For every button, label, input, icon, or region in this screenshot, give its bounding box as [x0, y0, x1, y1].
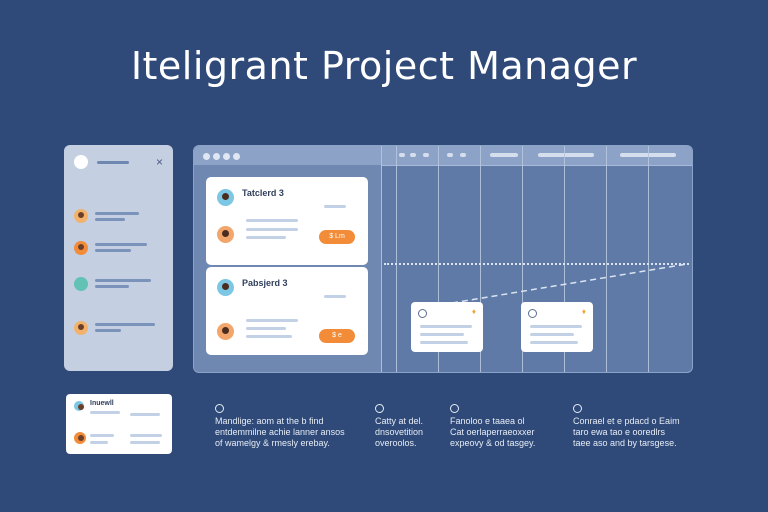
feature-text: overoolos. [375, 438, 417, 448]
window-dot[interactable] [223, 153, 230, 160]
timeline-header-chip[interactable] [460, 153, 466, 157]
avatar [74, 401, 84, 411]
task-meta-line [324, 295, 346, 298]
status-badge[interactable]: $ e [319, 329, 355, 343]
timeline-column-line [438, 146, 439, 372]
board-toolbar [194, 146, 692, 166]
window-dot[interactable] [203, 153, 210, 160]
sidebar-item-line [95, 243, 147, 246]
task-desc-line [246, 319, 298, 322]
mini-card-line [130, 434, 162, 437]
feature-text: entdemmilne achie lanner ansos [215, 427, 345, 437]
timeline-card-line [420, 325, 472, 328]
app-title: Iteligrant Project Manager [130, 44, 638, 88]
timeline-card-line [530, 325, 582, 328]
feature-text: of wamelgy & rmesly erebay. [215, 438, 330, 448]
sidebar-item-line [95, 285, 129, 288]
mini-card-line [90, 441, 108, 444]
window-dot[interactable] [233, 153, 240, 160]
feature-blurb-2: Catty at del. dnsovetition overoolos. [375, 404, 423, 449]
feature-text: expeovy & od tasgey. [450, 438, 536, 448]
clock-icon [418, 309, 427, 318]
task-title: Pabsjerd 3 [242, 278, 288, 288]
feature-text: dnsovetition [375, 427, 424, 437]
task-desc-line [246, 327, 286, 330]
task-desc-line [246, 236, 286, 239]
timeline-divider [381, 146, 382, 372]
feature-blurb-3: Fanoloo e taaea ol Cat oerlaperraeoxxer … [450, 404, 535, 449]
feature-text: Conrael et e pdacd o Eaim [573, 416, 680, 426]
project-board: Tatclerd 3 $ Lm Pabsjerd 3 $ e ♦ ♦ [193, 145, 693, 373]
close-icon[interactable]: × [155, 155, 163, 169]
mini-card-line [90, 434, 114, 437]
timeline-header-chip[interactable] [490, 153, 518, 157]
status-badge[interactable]: $ Lm [319, 230, 355, 244]
sidebar-item-line [95, 279, 151, 282]
status-icon [74, 277, 88, 291]
task-meta-line [324, 205, 346, 208]
priority-icon: ♦ [581, 307, 586, 316]
task-card[interactable]: Tatclerd 3 $ Lm [206, 177, 368, 265]
feature-text: Fanoloo e taaea ol [450, 416, 525, 426]
avatar [217, 189, 234, 206]
timeline-column-line [606, 146, 607, 372]
avatar [74, 209, 88, 223]
sidebar-header-line [97, 161, 129, 164]
task-desc-line [246, 228, 298, 231]
feature-text: Mandlige: aom at the b find [215, 416, 324, 426]
feature-icon [375, 404, 384, 413]
task-desc-line [246, 335, 292, 338]
timeline-header-chip[interactable] [423, 153, 429, 157]
mini-card-line [90, 411, 120, 414]
feature-text: taro ewa tao e ooredlrs [573, 427, 666, 437]
feature-text: Cat oerlaperraeoxxer [450, 427, 535, 437]
timeline-card-line [530, 333, 574, 336]
sidebar-item-line [95, 249, 131, 252]
timeline-column-line [480, 146, 481, 372]
sidebar-item-line [95, 329, 121, 332]
timeline-card-line [530, 341, 578, 344]
timeline-column-line [396, 146, 397, 372]
sidebar-item-line [95, 323, 155, 326]
timeline-column-line [564, 146, 565, 372]
timeline-dotted-line [384, 263, 689, 265]
timeline-card[interactable]: ♦ [411, 302, 483, 352]
timeline-header-chip[interactable] [447, 153, 453, 157]
feature-text: Catty at del. [375, 416, 424, 426]
feature-text: taee aso and by tarsgese. [573, 438, 677, 448]
feature-icon [573, 404, 582, 413]
avatar [74, 321, 88, 335]
priority-icon: ♦ [471, 307, 476, 316]
feature-icon [215, 404, 224, 413]
avatar [217, 226, 234, 243]
window-dot[interactable] [213, 153, 220, 160]
mini-task-card[interactable]: Inuewll [66, 394, 172, 454]
feature-icon [450, 404, 459, 413]
timeline-column-line [522, 146, 523, 372]
task-desc-line [246, 219, 298, 222]
avatar [217, 323, 234, 340]
timeline-header-chip[interactable] [410, 153, 416, 157]
task-card[interactable]: Pabsjerd 3 $ e [206, 267, 368, 355]
logo-icon [74, 155, 88, 169]
avatar [74, 432, 86, 444]
timeline-column-line [648, 146, 649, 372]
avatar [74, 241, 88, 255]
timeline-card-line [420, 341, 468, 344]
timeline-card[interactable]: ♦ [521, 302, 593, 352]
clock-icon [528, 309, 537, 318]
sidebar: × [64, 145, 173, 371]
timeline-header-chip[interactable] [399, 153, 405, 157]
avatar [217, 279, 234, 296]
mini-card-line [130, 413, 160, 416]
feature-blurb-4: Conrael et e pdacd o Eaim taro ewa tao e… [573, 404, 680, 449]
task-title: Tatclerd 3 [242, 188, 284, 198]
mini-card-title: Inuewll [90, 400, 114, 407]
mini-card-line [130, 441, 160, 444]
sidebar-item-line [95, 212, 139, 215]
feature-blurb-1: Mandlige: aom at the b find entdemmilne … [215, 404, 345, 449]
sidebar-item-line [95, 218, 125, 221]
timeline-card-line [420, 333, 464, 336]
timeline-header-chip[interactable] [538, 153, 594, 157]
